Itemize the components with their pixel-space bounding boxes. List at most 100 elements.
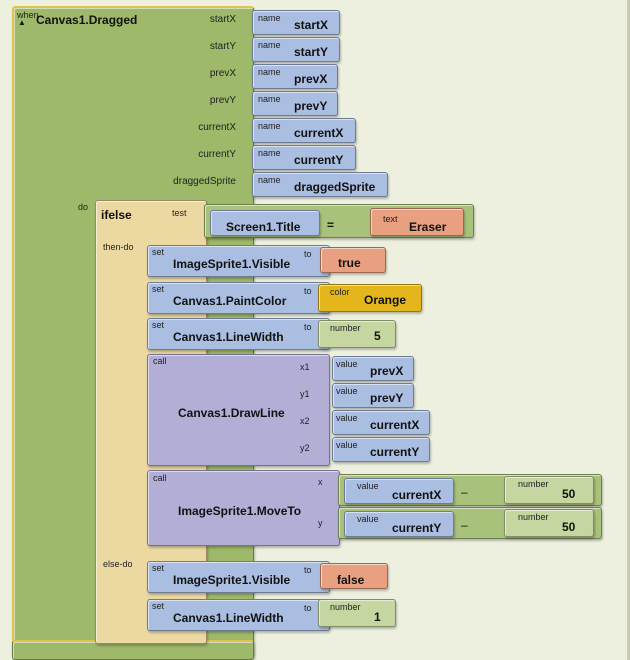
call-canvas1-drawline[interactable] bbox=[147, 354, 330, 466]
param-value-currentX: currentX bbox=[294, 126, 344, 140]
number-value: 50 bbox=[562, 487, 576, 501]
arg-value: prevY bbox=[370, 391, 404, 405]
arg-getter-currentx[interactable] bbox=[332, 410, 430, 435]
setter-name: Canvas1.LineWidth bbox=[173, 611, 284, 625]
name-tag: name bbox=[258, 175, 281, 185]
arg-value: prevX bbox=[370, 364, 404, 378]
set-tag: set bbox=[152, 284, 165, 294]
test-label: test bbox=[172, 208, 187, 218]
arg-label-x: x bbox=[318, 477, 323, 487]
number-tag: number bbox=[518, 512, 549, 522]
name-tag: name bbox=[258, 148, 281, 158]
number-tag: number bbox=[518, 479, 549, 489]
arg-value: currentX bbox=[370, 418, 420, 432]
value-tag: value bbox=[357, 514, 379, 524]
arg-label-x2: x2 bbox=[300, 416, 310, 426]
setter-name: Canvas1.PaintColor bbox=[173, 294, 287, 308]
arg-label-x1: x1 bbox=[300, 362, 310, 372]
value-block-false[interactable] bbox=[320, 563, 388, 589]
value-tag: value bbox=[357, 481, 379, 491]
else-do-label: else-do bbox=[103, 559, 133, 569]
arg-value: currentY bbox=[370, 445, 420, 459]
call-tag: call bbox=[153, 356, 167, 366]
value-block-orange[interactable] bbox=[318, 284, 422, 312]
moveto-name: ImageSprite1.MoveTo bbox=[178, 504, 302, 518]
arg-label-y2: y2 bbox=[300, 443, 310, 453]
ifelse-title: ifelse bbox=[101, 208, 132, 222]
param-value-draggedSprite: draggedSprite bbox=[294, 180, 376, 194]
name-tag: name bbox=[258, 67, 281, 77]
setter-name: Canvas1.LineWidth bbox=[173, 330, 284, 344]
setter-imagesprite1-visible[interactable] bbox=[147, 245, 330, 277]
value-tag: value bbox=[336, 359, 358, 369]
arg-getter-currentx[interactable] bbox=[344, 478, 454, 504]
param-block-draggedSprite[interactable] bbox=[252, 172, 388, 197]
value-text: 1 bbox=[374, 610, 381, 624]
param-label-startX: startX bbox=[209, 14, 236, 25]
number-value: 50 bbox=[562, 520, 576, 534]
setter-canvas1-linewidth[interactable] bbox=[147, 318, 330, 350]
param-block-currentX[interactable] bbox=[252, 118, 356, 143]
param-block-startX[interactable] bbox=[252, 10, 340, 35]
arg-getter-currenty[interactable] bbox=[332, 437, 430, 462]
value-text: true bbox=[338, 256, 361, 270]
param-value-startX: startX bbox=[294, 18, 329, 32]
param-label-prevY: prevY bbox=[209, 95, 236, 106]
set-tag: set bbox=[152, 320, 165, 330]
value-block-5[interactable] bbox=[318, 320, 396, 348]
getter-screen1-title[interactable] bbox=[210, 210, 320, 236]
setter-imagesprite1-visible[interactable] bbox=[147, 561, 330, 593]
name-tag: name bbox=[258, 94, 281, 104]
param-label-draggedSprite: draggedSprite bbox=[173, 176, 236, 187]
param-value-startY: startY bbox=[294, 45, 329, 59]
number-block-50[interactable] bbox=[504, 509, 594, 537]
param-label-startY: startY bbox=[209, 41, 236, 52]
param-block-prevX[interactable] bbox=[252, 64, 338, 89]
param-block-prevY[interactable] bbox=[252, 91, 338, 116]
name-tag: name bbox=[258, 40, 281, 50]
arg-label-y1: y1 bbox=[300, 389, 310, 399]
value-text: Orange bbox=[364, 293, 407, 307]
arg-value: currentY bbox=[392, 521, 442, 535]
param-block-currentY[interactable] bbox=[252, 145, 356, 170]
workspace-scroll-edge[interactable] bbox=[627, 0, 630, 660]
text-block-eraser[interactable] bbox=[370, 208, 464, 236]
text-tag: text bbox=[383, 214, 398, 224]
arg-label-y: y bbox=[318, 518, 323, 528]
param-value-currentY: currentY bbox=[294, 153, 344, 167]
arg-getter-prevy[interactable] bbox=[332, 383, 414, 408]
value-tag: value bbox=[336, 440, 358, 450]
value-tag: value bbox=[336, 386, 358, 396]
number-block-50[interactable] bbox=[504, 476, 594, 504]
minus-operator: – bbox=[461, 518, 468, 532]
setter-name: ImageSprite1.Visible bbox=[173, 573, 291, 587]
value-tag: number bbox=[330, 602, 361, 612]
setter-canvas1-paintcolor[interactable] bbox=[147, 282, 330, 314]
value-text: 5 bbox=[374, 329, 381, 343]
name-tag: name bbox=[258, 121, 281, 131]
minus-operator: – bbox=[461, 485, 468, 499]
setter-canvas1-linewidth[interactable] bbox=[147, 599, 330, 631]
call-tag-2: call bbox=[153, 473, 167, 483]
value-text: false bbox=[337, 573, 365, 587]
text-block-eraser-value: Eraser bbox=[409, 220, 447, 234]
arg-getter-prevx[interactable] bbox=[332, 356, 414, 381]
when-label: when bbox=[17, 10, 39, 20]
value-tag: color bbox=[330, 287, 350, 297]
value-block-true[interactable] bbox=[320, 247, 386, 273]
drawline-name: Canvas1.DrawLine bbox=[178, 406, 285, 420]
arg-getter-currenty[interactable] bbox=[344, 511, 454, 537]
event-name: Canvas1.Dragged bbox=[36, 13, 138, 27]
to-label: to bbox=[304, 603, 312, 613]
do-label: do bbox=[78, 202, 89, 212]
param-block-startY[interactable] bbox=[252, 37, 340, 62]
call-imagesprite1-moveto[interactable] bbox=[147, 470, 340, 546]
value-tag: value bbox=[336, 413, 358, 423]
to-label: to bbox=[304, 249, 312, 259]
value-block-1[interactable] bbox=[318, 599, 396, 627]
set-tag: set bbox=[152, 601, 165, 611]
to-label: to bbox=[304, 565, 312, 575]
collapse-caret-icon[interactable]: ▲ bbox=[18, 18, 26, 27]
param-label-prevX: prevX bbox=[209, 68, 236, 79]
